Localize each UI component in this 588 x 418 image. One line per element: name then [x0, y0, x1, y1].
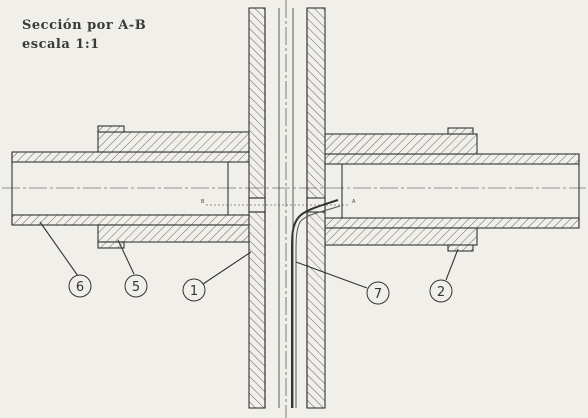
right-collar-top: [447, 127, 474, 135]
drawing-title-line2: escala 1:1: [22, 37, 100, 52]
right-tube-top-wall: [324, 153, 580, 165]
callout-2: 2: [429, 279, 453, 303]
left-sleeve-bottom: [97, 224, 250, 243]
callout-7: 7: [366, 281, 390, 305]
left-tube-bottom-wall: [11, 214, 250, 226]
callout-1: 1: [182, 278, 206, 302]
right-tube-bottom-wall: [324, 217, 580, 229]
svg-text:7: 7: [374, 287, 382, 302]
callout-5: 5: [124, 274, 148, 298]
left-tube-top-wall: [11, 151, 250, 163]
right-sleeve-bottom: [324, 227, 478, 246]
svg-text:1: 1: [190, 284, 198, 299]
svg-text:2: 2: [437, 285, 445, 300]
right-collar-bottom: [447, 244, 474, 252]
svg-text:6: 6: [76, 280, 84, 295]
right-sleeve-top: [324, 133, 478, 155]
left-collar-bottom: [97, 241, 125, 249]
left-sleeve-top: [97, 131, 250, 153]
left-collar-top: [97, 125, 125, 133]
svg-text:5: 5: [132, 280, 140, 295]
drawing-title-line1: Sección por A-B: [22, 18, 147, 33]
section-mark-b: B: [201, 199, 205, 205]
callout-6: 6: [68, 274, 92, 298]
section-mark-a: A: [352, 199, 356, 205]
